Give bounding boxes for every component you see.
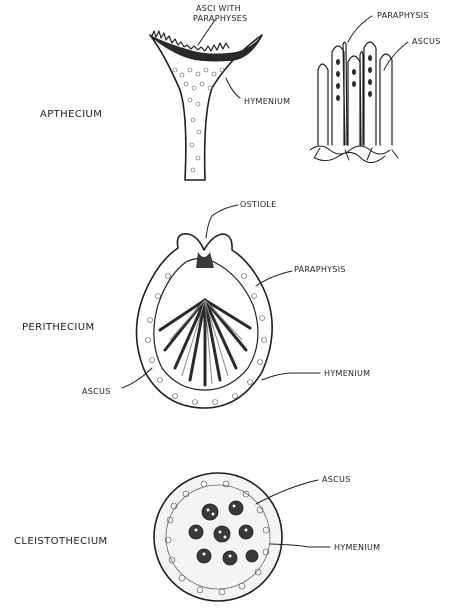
label-asci-with-paraphyses-1: ASCI WITH	[196, 4, 241, 13]
label-cleistothecium-hymenium: HYMENIUM	[334, 543, 380, 552]
label-perithecium-paraphysis: PARAPHYSIS	[294, 265, 346, 274]
title-perithecium: PERITHECIUM	[22, 322, 94, 333]
label-ostiole: OSTIOLE	[240, 200, 277, 209]
label-cleistothecium-ascus: ASCUS	[322, 475, 351, 484]
title-cleistothecium: CLEISTOTHECIUM	[14, 536, 108, 547]
title-apothecium: APTHECIUM	[40, 109, 102, 120]
label-perithecium-hymenium: HYMENIUM	[324, 369, 370, 378]
label-apothecium-ascus: ASCUS	[412, 37, 441, 46]
label-asci-with-paraphyses-2: PARAPHYSES	[193, 14, 247, 23]
label-perithecium-ascus: ASCUS	[82, 387, 111, 396]
cleistothecium-drawing	[154, 473, 330, 601]
perithecium-drawing	[122, 205, 320, 408]
label-apothecium-hymenium: HYMENIUM	[244, 97, 290, 106]
label-apothecium-paraphysis: PARAPHYSIS	[377, 11, 429, 20]
